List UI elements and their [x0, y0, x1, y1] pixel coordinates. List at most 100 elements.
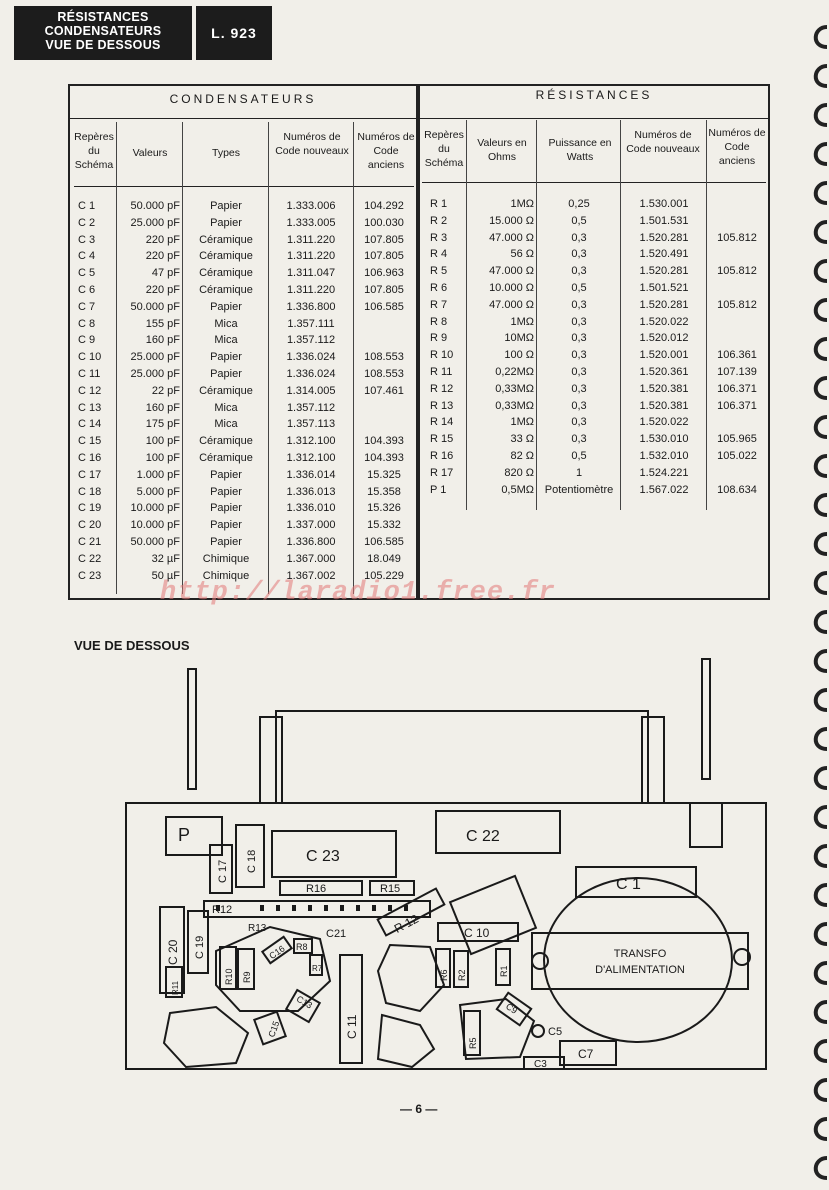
spiral-ring — [813, 181, 828, 205]
label-c18: C 18 — [246, 850, 258, 873]
cap-cell: 107.805 — [364, 233, 404, 246]
r16-body — [279, 880, 363, 896]
cap-cell: 106.963 — [364, 267, 404, 280]
cap-cell: C 6 — [78, 284, 96, 296]
cap-cell: C 17 — [78, 468, 102, 481]
c17-body — [209, 844, 233, 894]
cap-cell: 15.358 — [367, 485, 401, 498]
label-r10: R10 — [224, 968, 234, 985]
cap-cell: 25.000 pF — [130, 368, 180, 380]
res-cell: 105.812 — [717, 231, 757, 244]
cap-cell: 1.000 pF — [136, 468, 180, 481]
res-col-header: Repères du Schéma — [424, 129, 464, 169]
tag-strip — [203, 900, 431, 918]
cap-cell: 1.367.000 — [286, 552, 336, 565]
res-cell: 1.520.381 — [639, 399, 689, 412]
res-cell: 1.530.010 — [639, 433, 689, 446]
res-cell: 0,3 — [571, 231, 587, 244]
label-r16: R16 — [306, 883, 326, 895]
res-cell: 1.524.221 — [639, 466, 689, 479]
cap-cell: C 14 — [78, 418, 102, 431]
res-header-rule — [422, 182, 766, 183]
bracket-end-right — [641, 716, 665, 804]
res-cell: 0,5 — [571, 214, 587, 227]
cap-cell: 1.314.005 — [286, 384, 336, 397]
title-line-1: RÉSISTANCES — [57, 10, 149, 24]
spiral-ring — [813, 337, 828, 361]
cap-cell: 106.585 — [364, 536, 404, 548]
label-r5: R5 — [468, 1037, 478, 1049]
res-cell: 1.520.012 — [639, 332, 689, 345]
label-c11: C 11 — [345, 1014, 359, 1039]
res-cell: 107.139 — [717, 366, 757, 378]
spiral-ring — [813, 1156, 828, 1180]
c11-body — [339, 954, 363, 1064]
res-cell: 1 — [575, 466, 583, 479]
document-reference: L. 923 — [196, 6, 272, 60]
spiral-ring — [813, 610, 828, 634]
cap-cell: 50.000 pF — [130, 536, 180, 548]
res-cell: 1.520.022 — [639, 416, 689, 429]
r1-body — [495, 948, 511, 986]
label-c9: C9 — [504, 1001, 519, 1016]
cap-cell: 104.292 — [364, 200, 404, 212]
cap-cell: 155 pF — [145, 317, 180, 330]
res-cell: 1.532.010 — [639, 450, 689, 462]
spiral-ring — [813, 688, 828, 712]
c22-body — [435, 810, 561, 854]
label-p: P — [178, 825, 190, 845]
cap-cell: 1.312.100 — [286, 435, 336, 448]
cap-cell: C 9 — [78, 334, 96, 347]
spiral-ring — [813, 727, 828, 751]
cap-cell: Papier — [210, 300, 242, 313]
transfo-label-2: D'ALIMENTATION — [595, 964, 685, 976]
res-cell: 105.812 — [717, 298, 757, 311]
res-cell: 15.000 Ω — [489, 214, 534, 227]
cap-cell: Céramique — [199, 384, 253, 397]
res-cell: 1.501.531 — [639, 214, 689, 227]
label-c7: C7 — [578, 1047, 594, 1061]
res-cell: 0,5MΩ — [501, 483, 534, 496]
cap-cell: Mica — [214, 401, 238, 414]
res-cell: R 8 — [430, 315, 448, 328]
cap-cell: 50.000 pF — [130, 200, 180, 212]
cap-cell: 1.333.005 — [286, 216, 336, 229]
res-cell: 1.530.001 — [639, 198, 689, 210]
label-c21: C21 — [326, 928, 346, 940]
res-cell: 1.520.001 — [639, 349, 689, 362]
cap-cell: 50.000 pF — [130, 300, 180, 313]
c7-body — [559, 1040, 617, 1066]
res-cell: 0,3 — [571, 332, 587, 345]
cap-cell: Céramique — [199, 250, 253, 263]
cap-cell: Céramique — [199, 267, 253, 280]
cap-cell: Mica — [214, 418, 238, 431]
cap-cell: 1.336.024 — [286, 368, 336, 380]
label-c3: C3 — [534, 1059, 547, 1070]
transformer-body — [531, 932, 749, 990]
spiral-ring — [813, 1039, 828, 1063]
cap-cell: 1.312.100 — [286, 452, 336, 464]
res-cell: 105.812 — [717, 265, 757, 278]
c18-body — [235, 824, 265, 888]
label-r12: R12 — [212, 904, 232, 916]
res-cell: 105.022 — [717, 450, 757, 462]
cap-cell: 15.332 — [367, 519, 401, 532]
cap-cell: 15.326 — [367, 502, 401, 515]
res-cell: 47.000 Ω — [489, 231, 534, 244]
cap-cell: 1.336.014 — [286, 468, 336, 481]
label-r15: R15 — [380, 883, 400, 895]
table-divider — [416, 86, 420, 598]
label-r8: R8 — [296, 942, 308, 952]
spiral-ring — [813, 298, 828, 322]
res-cell: 0,33MΩ — [495, 382, 534, 395]
res-col-sep — [620, 120, 621, 510]
spiral-ring — [813, 454, 828, 478]
c13-body — [284, 988, 322, 1024]
res-cell: 0,3 — [571, 315, 587, 328]
cap-cell: C 5 — [78, 267, 96, 280]
parts-table: CONDENSATEURS RÉSISTANCES Repères du Sch… — [68, 84, 770, 600]
label-c1: C 1 — [616, 876, 641, 893]
res-cell: 0,3 — [571, 265, 587, 278]
res-col-header: Puissance en Watts — [548, 137, 612, 163]
cap-col-header: Valeurs — [132, 147, 168, 159]
